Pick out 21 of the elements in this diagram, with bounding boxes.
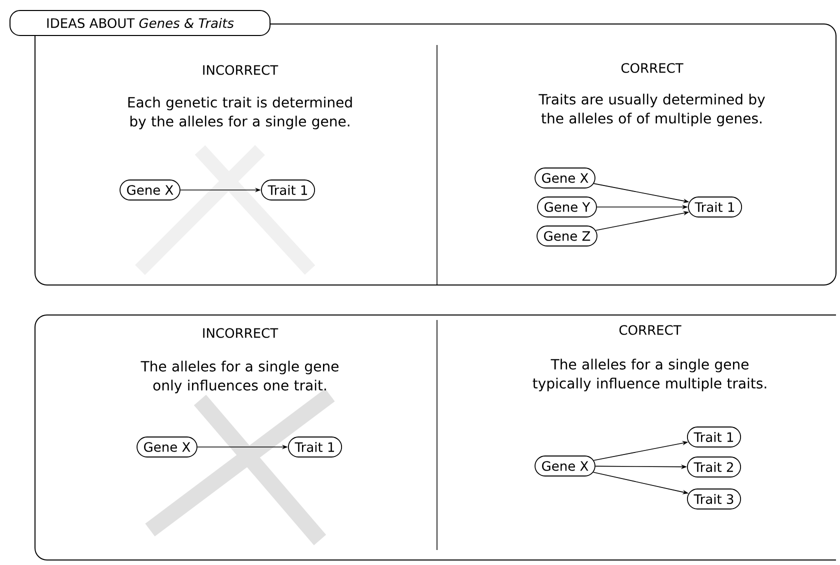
gene-trait-pill: Gene Y: [537, 196, 597, 218]
statement-text: Each genetic trait is determined by the alleles for a single gene.: [128, 96, 352, 130]
statement-text: The alleles for a single gene typically influence multiple traits.: [532, 358, 766, 392]
panel-heading: CORRECT: [621, 63, 684, 73]
gene-trait-pill: Gene X: [534, 168, 596, 188]
gene-trait-pill: Trait 3: [686, 488, 742, 510]
statement-text: Traits are usually determined by the alleles of of multiple genes.: [538, 94, 765, 126]
gene-trait-pill: Trait 1: [288, 436, 342, 458]
gene-trait-pill: Gene X: [534, 456, 596, 476]
panel-heading: CORRECT: [619, 325, 682, 335]
gene-trait-pill: Gene X: [120, 180, 180, 200]
statement-text: The alleles for a single gene only influences one trait.: [140, 360, 338, 394]
panel-heading: INCORRECT: [203, 328, 278, 338]
gene-trait-pill: Gene X: [136, 436, 198, 458]
panel-heading: INCORRECT: [203, 65, 278, 75]
gene-trait-pill: Trait 2: [686, 456, 742, 478]
gene-trait-pill: Trait 1: [260, 180, 316, 200]
title-tab: IDEAS ABOUT Genes & Traits: [10, 10, 270, 36]
gene-trait-pill: Gene Z: [536, 226, 598, 246]
gene-trait-pill: Trait 1: [688, 196, 742, 218]
gene-trait-pill: Trait 1: [686, 426, 742, 448]
